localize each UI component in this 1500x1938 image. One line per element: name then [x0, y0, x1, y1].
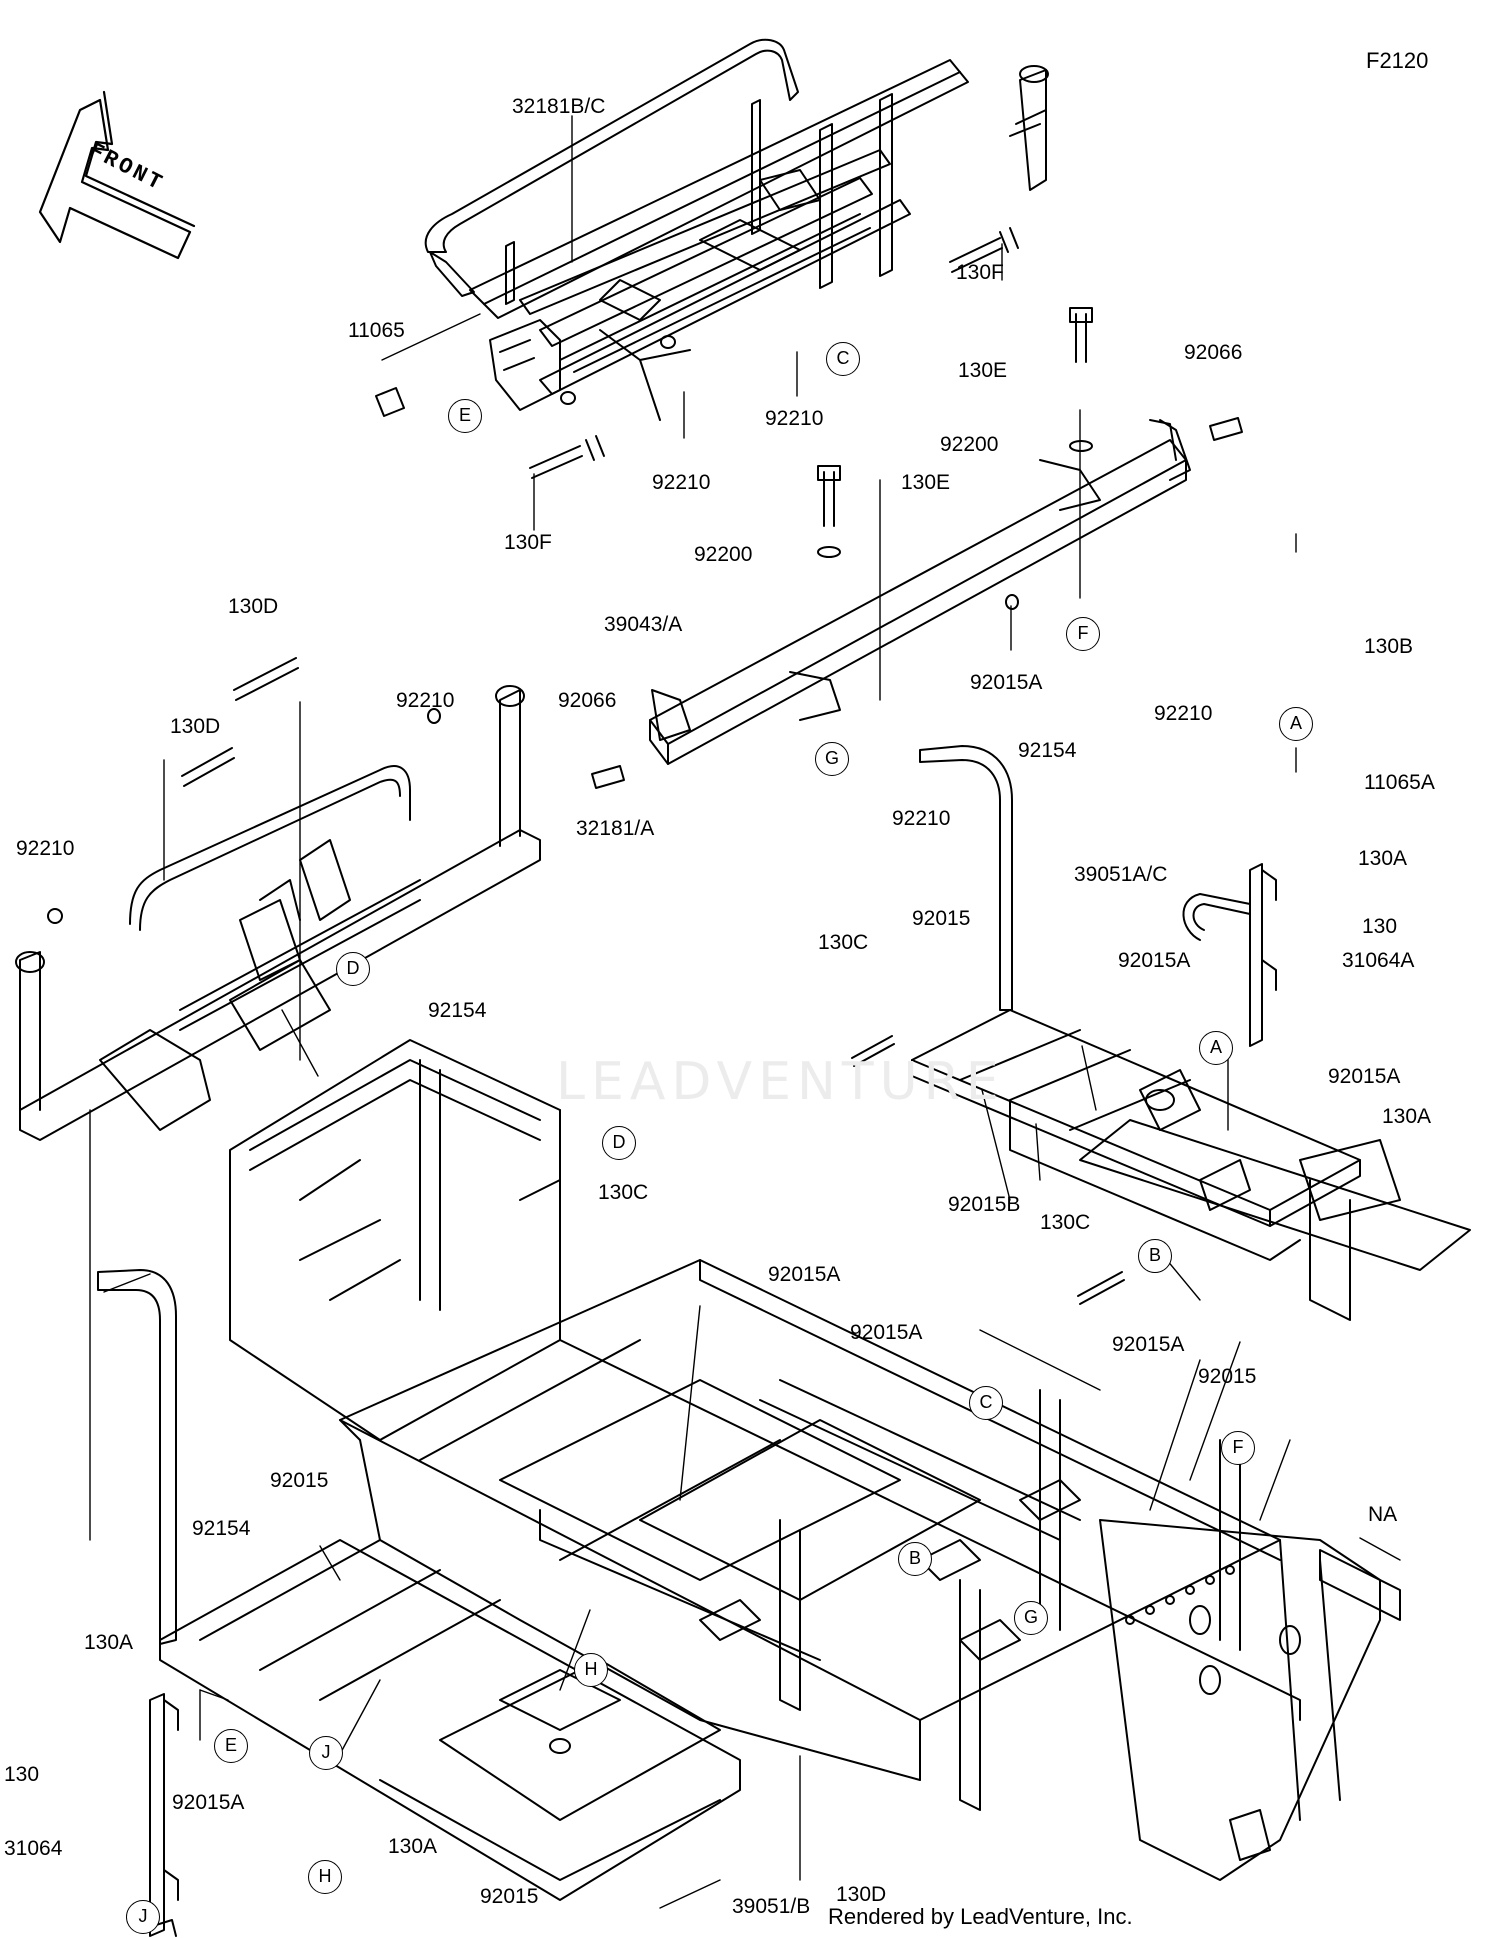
crossmember-drawing — [591, 307, 1243, 789]
part-label: 11065A — [1364, 771, 1435, 794]
callout-marker: H — [574, 1653, 608, 1687]
part-label: 130D — [228, 595, 279, 618]
front-rack-frame-drawing — [15, 657, 541, 1141]
callout-marker: A — [1199, 1031, 1233, 1065]
part-label: 92015B — [948, 1193, 1021, 1216]
part-label: 130 — [1362, 915, 1398, 938]
front-arrow-icon — [38, 90, 196, 260]
part-label: 92015 — [912, 907, 971, 930]
callout-marker: F — [1066, 617, 1100, 651]
main-chassis-frame-drawing — [229, 1039, 1401, 1881]
part-label: 92210 — [1154, 702, 1213, 725]
part-label: 92210 — [16, 837, 75, 860]
part-label: 92015A — [850, 1321, 923, 1344]
callout-marker: J — [309, 1736, 343, 1770]
part-label: 130 — [4, 1763, 40, 1786]
part-label: 32181B/C — [512, 95, 606, 118]
part-label: 31064 — [4, 1837, 63, 1860]
part-label: 31064A — [1342, 949, 1415, 972]
part-label: 39051/B — [732, 1895, 811, 1918]
callout-marker: J — [126, 1900, 160, 1934]
part-label: 130F — [504, 531, 552, 554]
callout-marker: C — [969, 1386, 1003, 1420]
part-label: 130F — [956, 261, 1004, 284]
part-label: 130C — [818, 931, 869, 954]
part-label: 130A — [1382, 1105, 1432, 1128]
part-label: 92015 — [1198, 1365, 1257, 1388]
left-side-frame-drawing — [97, 1269, 741, 1937]
callout-marker: D — [602, 1126, 636, 1160]
part-label: 92154 — [1018, 739, 1077, 762]
part-label: 32181/A — [576, 817, 655, 840]
part-label: 92210 — [892, 807, 951, 830]
leader-lines — [89, 115, 1401, 1909]
part-label: 92015A — [172, 1791, 245, 1814]
callout-marker: G — [1014, 1601, 1048, 1635]
callout-marker: C — [826, 342, 860, 376]
callout-marker: F — [1221, 1431, 1255, 1465]
figure-id: F2120 — [1366, 48, 1429, 73]
right-side-frame-drawing — [851, 745, 1471, 1321]
part-label: 130D — [836, 1883, 887, 1906]
callout-marker: B — [1138, 1239, 1172, 1273]
part-label: 92200 — [694, 543, 753, 566]
part-label: 92210 — [396, 689, 455, 712]
part-label: 92210 — [652, 471, 711, 494]
part-label: 130C — [598, 1181, 649, 1204]
part-label: 92015 — [480, 1885, 539, 1908]
part-label: 92015A — [768, 1263, 841, 1286]
part-label: 92015A — [1118, 949, 1191, 972]
part-label: NA — [1368, 1503, 1398, 1526]
watermark-text: LEADVENTURE — [556, 1052, 1005, 1112]
part-label: 130B — [1364, 635, 1414, 658]
part-label: 130E — [901, 471, 951, 494]
footer-credit: Rendered by LeadVenture, Inc. — [828, 1904, 1133, 1929]
callout-marker: E — [448, 399, 482, 433]
callout-marker: D — [336, 952, 370, 986]
part-label: 130C — [1040, 1211, 1091, 1234]
callout-marker: E — [214, 1729, 248, 1763]
part-label: 92154 — [192, 1517, 251, 1540]
part-label: 92015A — [1328, 1065, 1401, 1088]
callout-marker: G — [815, 742, 849, 776]
part-label: 92200 — [940, 433, 999, 456]
part-label: 92154 — [428, 999, 487, 1022]
callout-marker: A — [1279, 707, 1313, 741]
part-label: 92210 — [765, 407, 824, 430]
part-label: 11065 — [348, 319, 405, 342]
part-label: 130A — [84, 1631, 134, 1654]
part-label: 130D — [170, 715, 221, 738]
part-label: 130A — [1358, 847, 1408, 870]
part-label: 92015A — [970, 671, 1043, 694]
callout-marker: B — [898, 1542, 932, 1576]
part-label: 130E — [958, 359, 1008, 382]
part-label: 92066 — [558, 689, 617, 712]
part-label: 92015 — [270, 1469, 329, 1492]
part-label: 92015A — [1112, 1333, 1185, 1356]
part-label: 39051A/C — [1074, 863, 1168, 886]
upper-cargo-frame-drawing — [375, 38, 1049, 479]
part-label: 92066 — [1184, 341, 1243, 364]
callout-marker: H — [308, 1860, 342, 1894]
part-label: 39043/A — [604, 613, 683, 636]
part-label: 130A — [388, 1835, 438, 1858]
